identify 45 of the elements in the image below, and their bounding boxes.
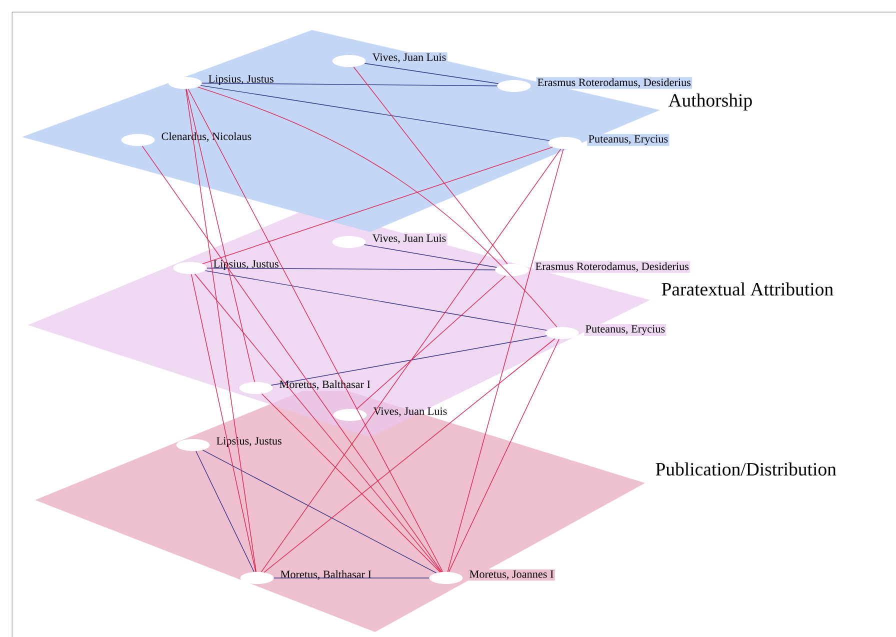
node-label: Vives, Juan Luis bbox=[372, 234, 446, 244]
link-line bbox=[356, 275, 506, 410]
link-line bbox=[202, 82, 498, 86]
network-node: Vives, Juan Luis bbox=[333, 407, 447, 421]
link-line bbox=[191, 274, 256, 572]
link-line bbox=[353, 66, 508, 264]
link-line bbox=[447, 148, 564, 572]
network-node: Erasmus Roterodamus, Desiderius bbox=[497, 77, 692, 92]
link-line bbox=[364, 244, 498, 268]
link-line bbox=[188, 88, 444, 572]
node-label: Puteanus, Erycius bbox=[588, 135, 668, 145]
network-node: Erasmus Roterodamus, Desiderius bbox=[495, 261, 690, 276]
network-node: Puteanus, Erycius bbox=[545, 324, 666, 339]
link-line bbox=[186, 88, 255, 382]
link-line bbox=[270, 335, 548, 386]
link-line bbox=[260, 148, 562, 572]
link-line bbox=[186, 88, 256, 572]
link-line bbox=[202, 450, 437, 574]
link-line bbox=[196, 450, 254, 572]
link-line bbox=[142, 146, 442, 572]
link-line bbox=[262, 394, 440, 572]
link-line bbox=[200, 85, 550, 141]
link-line bbox=[206, 268, 496, 270]
node-label: Moretus, Joannes I bbox=[470, 570, 554, 580]
node-label: Vives, Juan Luis bbox=[372, 53, 446, 63]
link-line bbox=[448, 338, 560, 572]
link-line bbox=[264, 338, 556, 573]
network-node: Vives, Juan Luis bbox=[332, 233, 448, 248]
link-line bbox=[204, 270, 548, 331]
link-line bbox=[194, 274, 442, 572]
network-node: Lipsius, Justus bbox=[168, 74, 276, 89]
node-label: Erasmus Roterodamus, Desiderius bbox=[536, 262, 689, 272]
link-line bbox=[202, 146, 553, 264]
node-label: Authorship bbox=[668, 94, 752, 110]
link-line bbox=[197, 86, 558, 328]
node-label: Publication/Distribution bbox=[656, 462, 836, 476]
network-node: Puteanus, Erycius bbox=[548, 134, 670, 149]
network-node: Vives, Juan Luis bbox=[332, 52, 448, 67]
node-label: Paratextual Attribution bbox=[662, 282, 834, 296]
node-label: Erasmus Roterodamus, Desiderius bbox=[538, 78, 691, 88]
link-line bbox=[364, 63, 499, 84]
node-label: Lipsius, Justus bbox=[208, 75, 274, 85]
network-node: Moretus, Joannes I bbox=[429, 569, 555, 584]
node-label: Puteanus, Erycius bbox=[586, 325, 665, 335]
node-label: Vives, Juan Luis bbox=[373, 407, 447, 417]
